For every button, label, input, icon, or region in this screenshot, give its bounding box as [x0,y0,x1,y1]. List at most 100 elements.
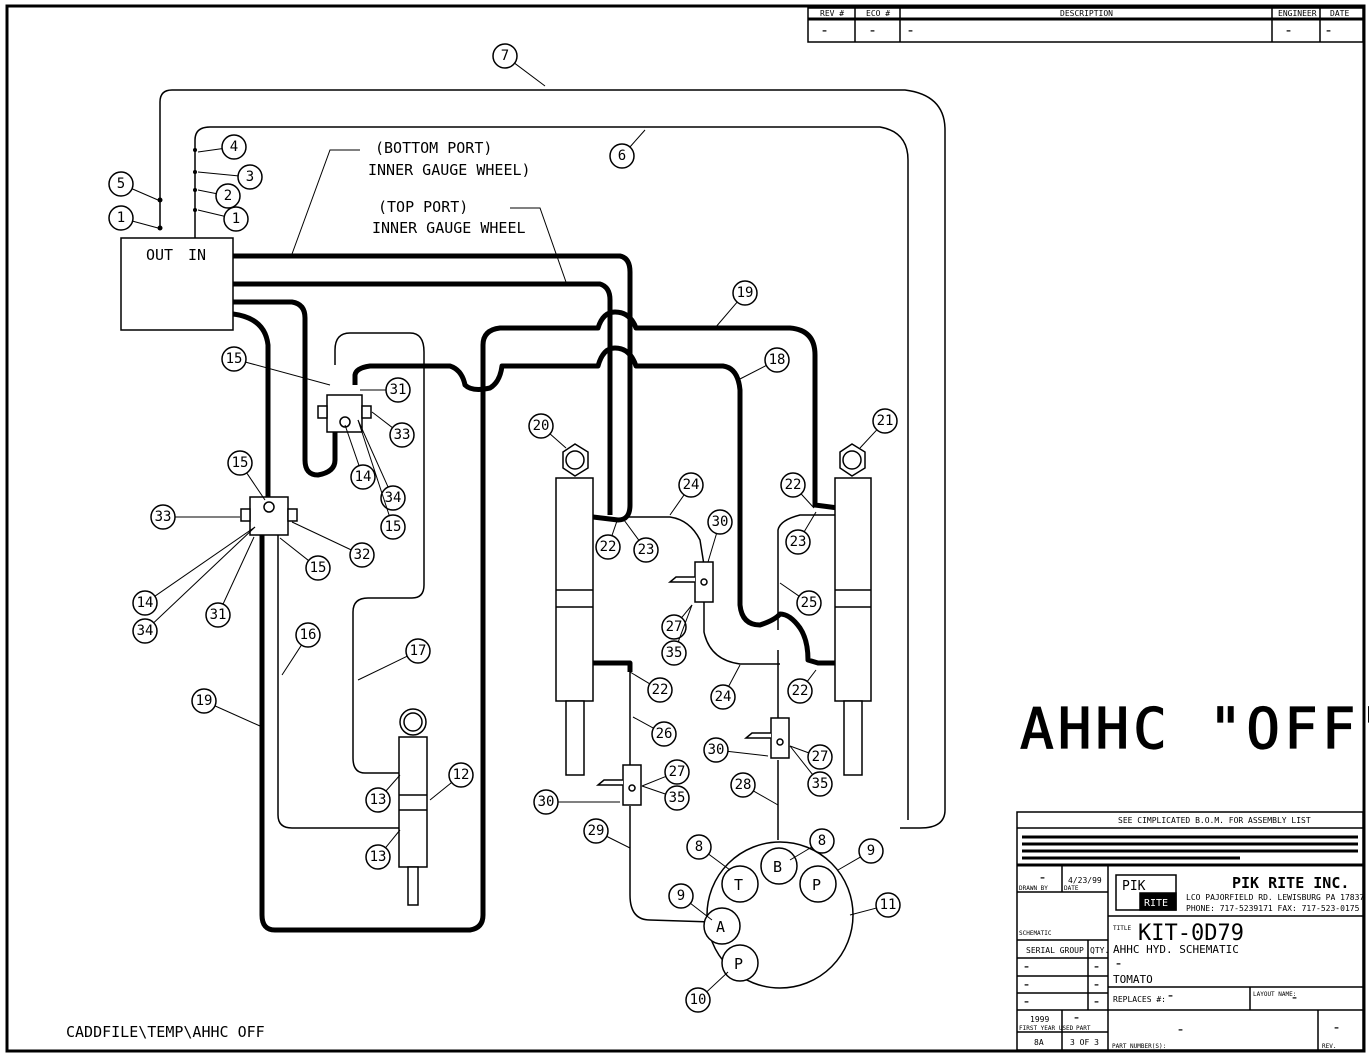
callout-balloon: 35 [789,745,833,797]
callout-balloon: 19 [714,280,758,329]
callout-circle [661,614,687,640]
callout-balloon: 24 [669,472,704,516]
hose-18 [352,345,835,666]
callout-balloon: 9 [837,838,884,871]
callout-leader [789,745,809,754]
callout-leader [728,664,741,687]
callout-balloon: 33 [150,504,240,530]
serial-row-1: - [1022,957,1031,975]
rev-header-description: DESCRIPTION [1060,9,1113,18]
motor-port-B: B [773,858,782,876]
annotation-leaders [291,149,567,283]
needle-valve-lower [595,764,642,806]
callout-number: 33 [394,427,411,443]
callout-circle [221,134,247,160]
replaces-label: REPLACES #: [1113,995,1166,1004]
hose-19-left [232,311,271,497]
part-value: - [1072,1008,1081,1026]
callout-number: 15 [385,519,402,535]
callout-number: 13 [370,792,387,808]
callout-leader [681,604,693,619]
callout-balloon: 14 [344,424,376,490]
line-26-29 [629,672,713,923]
callout-circle [809,828,835,854]
serial-row-2: - [1022,975,1031,993]
title-block [1016,811,1364,1051]
drawing-number: KIT-0D79 [1138,921,1244,946]
hose-valve-to-block [233,299,338,478]
hose-22-lower [593,660,633,672]
date-label: DATE [1064,885,1079,892]
callout-leader [800,493,815,509]
callout-circle [710,684,736,710]
callout-number: 14 [137,595,154,611]
file-path-label: CADDFILE\TEMP\AHHC OFF [66,1023,265,1041]
control-valve-box [120,237,234,331]
callout-number: 9 [677,888,685,904]
callout-balloon: 3 [197,164,263,190]
hose-top-port [233,281,613,515]
line-24-lower [703,602,780,665]
callout-circle [785,529,811,555]
callout-circle [875,892,901,918]
motor-port-P-bottom: P [734,955,743,973]
callout-number: 34 [137,623,154,639]
crop-name: TOMATO [1113,973,1153,986]
callout-leader [385,774,401,792]
callout-balloon: 34 [132,526,256,644]
schematic-label: SCHEMATIC [1019,930,1052,937]
callout-number: 22 [792,683,809,699]
callout-circle [150,504,176,530]
callout-number: 35 [669,790,686,806]
flow-block-upper [317,394,372,433]
left-lift-cylinder [555,443,594,776]
rev-header-rev: REV # [820,9,844,18]
callout-number: 22 [600,539,617,555]
callout-leader [153,526,256,624]
callout-circle [132,618,158,644]
qty-row-3: - [1092,992,1101,1010]
callout-number: 10 [690,992,707,1008]
callout-circle [223,206,249,232]
callout-leader [706,971,729,993]
callout-circle [686,834,712,860]
line-6-loop [194,126,909,820]
callout-number: 3 [246,169,254,185]
callout-leader [714,301,738,329]
callout-number: 35 [812,776,829,792]
callout-circle [764,347,790,373]
callout-circle [350,464,376,490]
callout-circle [365,844,391,870]
callout-leader [132,220,159,229]
callout-number: 34 [385,490,402,506]
bottom-port-label-2: INNER GAUGE WHEEL) [368,161,531,179]
callout-balloon: 33 [371,411,415,448]
callout-balloon: 11 [849,892,901,918]
callout-number: 4 [230,139,238,155]
rev-value: - [1332,1018,1341,1036]
callout-circle [237,164,263,190]
callout-leader [753,790,779,806]
drawing-title: AHHC HYD. SCHEMATIC [1113,943,1239,956]
callout-circle [305,555,331,581]
callout-number: 19 [196,693,213,709]
company-name: PIK RITE INC. [1232,874,1349,892]
callout-balloon: 8 [789,828,835,861]
callout-leader [677,604,693,642]
proprietary-text-lines [1022,835,1358,860]
callout-balloon: 34 [357,419,406,511]
callout-leader [197,148,223,153]
callout-circle [533,789,559,815]
callout-leader [549,433,567,449]
callout-leader [429,782,452,801]
callout-balloon: 10 [685,971,729,1013]
callout-balloon: 17 [357,638,431,681]
callout-number: 2 [224,188,232,204]
callout-circle [380,514,406,540]
callout-leader [246,472,266,501]
callout-circle [787,678,813,704]
callout-balloon: 1 [197,206,249,232]
callout-leader [357,419,390,516]
center-value: - [1176,1020,1185,1038]
callout-circle [796,590,822,616]
